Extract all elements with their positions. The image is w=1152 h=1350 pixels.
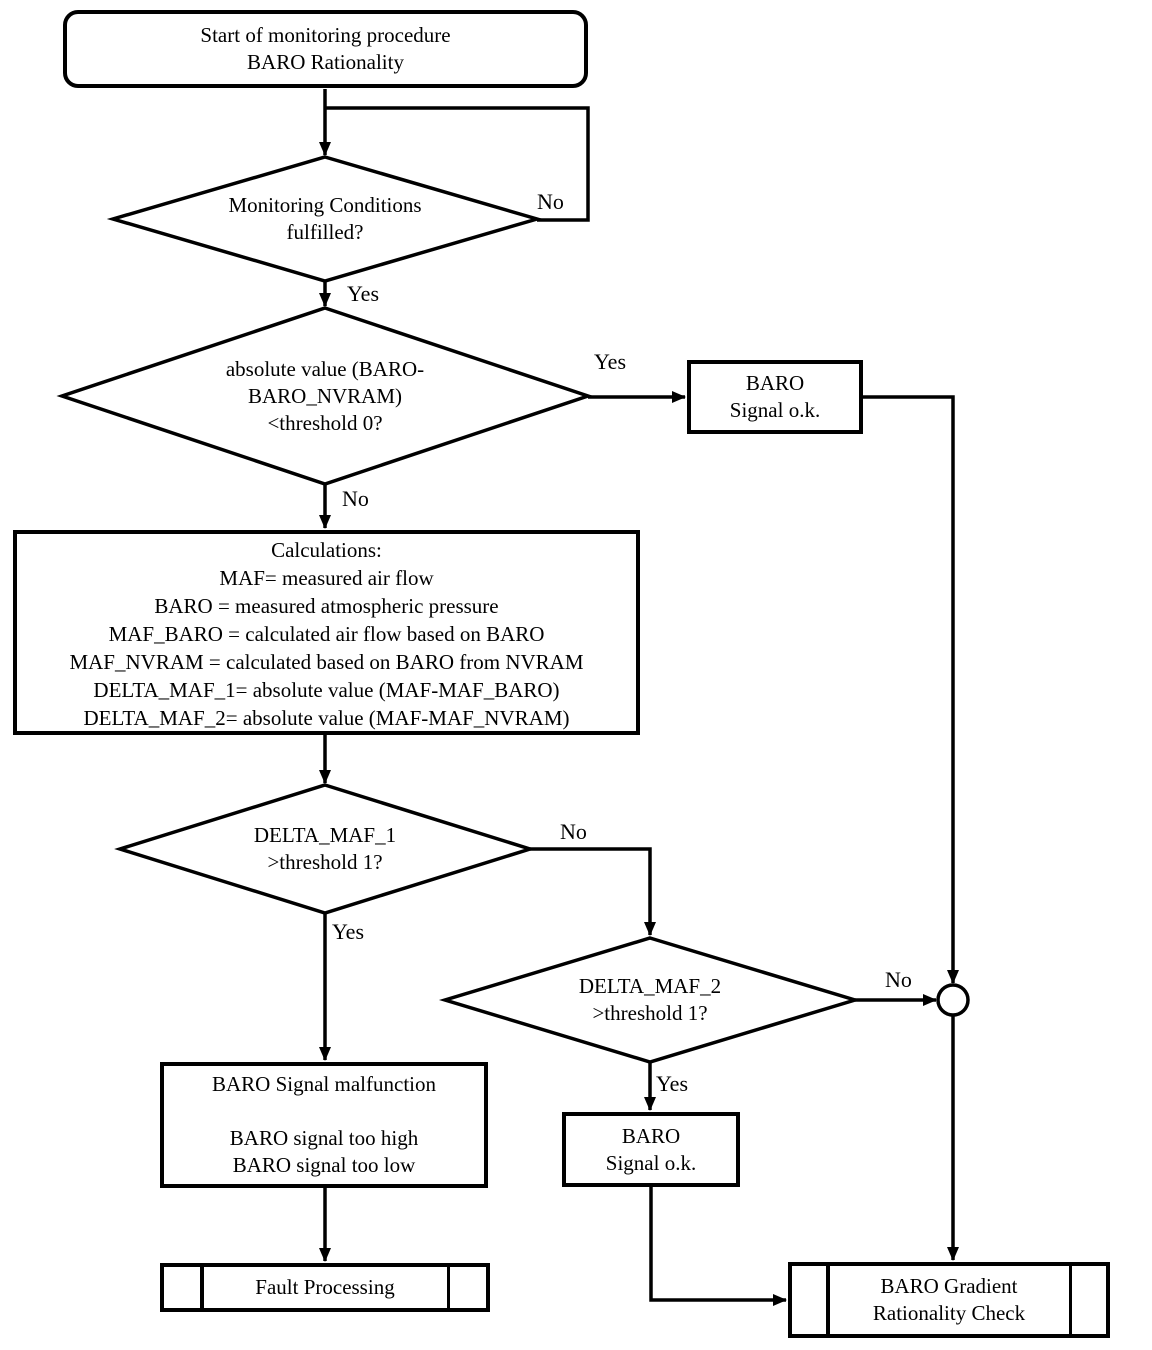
connector-delta1-no <box>530 847 656 936</box>
baro-signal-ok-top-node: BARO Signal o.k. <box>687 360 863 434</box>
decision-monitoring-text: Monitoring Conditions fulfilled? <box>155 192 495 246</box>
decision-monitoring-conditions <box>106 155 544 283</box>
start-node: Start of monitoring procedure BARO Ratio… <box>63 10 588 88</box>
edge-label-delta1-yes: Yes <box>332 919 365 944</box>
decision-delta1-line1: DELTA_MAF_1 <box>253 823 397 847</box>
decision-delta1-text: DELTA_MAF_1 >threshold 1? <box>175 822 475 876</box>
connector-monitoring-no-loop <box>325 106 590 222</box>
decision-delta2-line2: >threshold 1? <box>592 1001 708 1025</box>
edge-label-monitoring-yes: Yes <box>347 281 380 306</box>
gradient-check-line1: BARO Gradient <box>880 1274 1018 1298</box>
edge-label-baro-nvram-yes: Yes <box>594 349 627 374</box>
malfunction-line2: BARO signal too high <box>229 1126 419 1150</box>
calc-line-2: BARO = measured atmospheric pressure <box>154 594 499 618</box>
edge-label-delta2-yes: Yes <box>656 1071 689 1096</box>
edge-label-monitoring-no: No <box>537 189 564 214</box>
decision-baro-nvram-threshold <box>56 306 594 486</box>
fault-processing-label: Fault Processing <box>255 1275 395 1299</box>
decision-delta2-line1: DELTA_MAF_2 <box>578 974 722 998</box>
start-node-line1: Start of monitoring procedure <box>200 23 451 47</box>
decision-delta-maf-2 <box>438 936 862 1064</box>
calc-line-5: DELTA_MAF_1= absolute value (MAF-MAF_BAR… <box>93 678 560 702</box>
decision-delta2-text: DELTA_MAF_2 >threshold 1? <box>500 973 800 1027</box>
calc-line-6: DELTA_MAF_2= absolute value (MAF-MAF_NVR… <box>83 706 570 730</box>
decision-delta-maf-1 <box>114 783 536 915</box>
gradient-check-node: BARO Gradient Rationality Check <box>788 1262 1110 1338</box>
fault-processing-right-bar <box>446 1267 450 1308</box>
junction-circle <box>936 983 970 1017</box>
gradient-check-line2: Rationality Check <box>872 1301 1026 1325</box>
calc-line-3: MAF_BARO = calculated air flow based on … <box>108 622 545 646</box>
decision-baro-nvram-line3: <threshold 0? <box>267 411 383 435</box>
baro-ok-top-line2: Signal o.k. <box>729 398 821 422</box>
edge-label-delta2-no: No <box>885 967 912 992</box>
baro-ok-mid-line2: Signal o.k. <box>605 1150 697 1175</box>
edge-label-delta1-no: No <box>560 819 587 844</box>
decision-baro-nvram-text: absolute value (BARO- BARO_NVRAM) <thres… <box>145 356 505 437</box>
calc-line-4: MAF_NVRAM = calculated based on BARO fro… <box>69 650 584 674</box>
malfunction-node: BARO Signal malfunction BARO signal too … <box>160 1062 488 1188</box>
start-node-line2: BARO Rationality <box>247 50 404 74</box>
gradient-check-right-bar <box>1068 1266 1072 1334</box>
malfunction-line3: BARO signal too low <box>232 1153 416 1177</box>
baro-ok-top-line1: BARO <box>745 371 805 395</box>
connector-baro-ok-mid-to-gradient <box>649 1187 787 1306</box>
baro-signal-ok-mid-node: BARO Signal o.k. <box>562 1112 740 1187</box>
baro-ok-mid-line1: BARO <box>621 1123 681 1148</box>
decision-monitoring-line1: Monitoring Conditions <box>228 193 422 217</box>
gradient-check-left-bar <box>826 1266 830 1334</box>
calculations-node: Calculations: MAF= measured air flow BAR… <box>13 530 640 735</box>
decision-baro-nvram-line2: BARO_NVRAM) <box>247 384 402 408</box>
calc-line-1: MAF= measured air flow <box>219 566 434 590</box>
fault-processing-left-bar <box>200 1267 204 1308</box>
malfunction-title: BARO Signal malfunction <box>212 1072 436 1096</box>
fault-processing-node: Fault Processing <box>160 1263 490 1312</box>
connector-baro-ok-to-circle <box>862 395 959 984</box>
calc-line-0: Calculations: <box>271 538 382 562</box>
decision-monitoring-line2: fulfilled? <box>286 220 364 244</box>
edge-label-baro-nvram-no: No <box>342 486 369 511</box>
decision-baro-nvram-line1: absolute value (BARO- <box>225 357 425 381</box>
decision-delta1-line2: >threshold 1? <box>267 850 383 874</box>
